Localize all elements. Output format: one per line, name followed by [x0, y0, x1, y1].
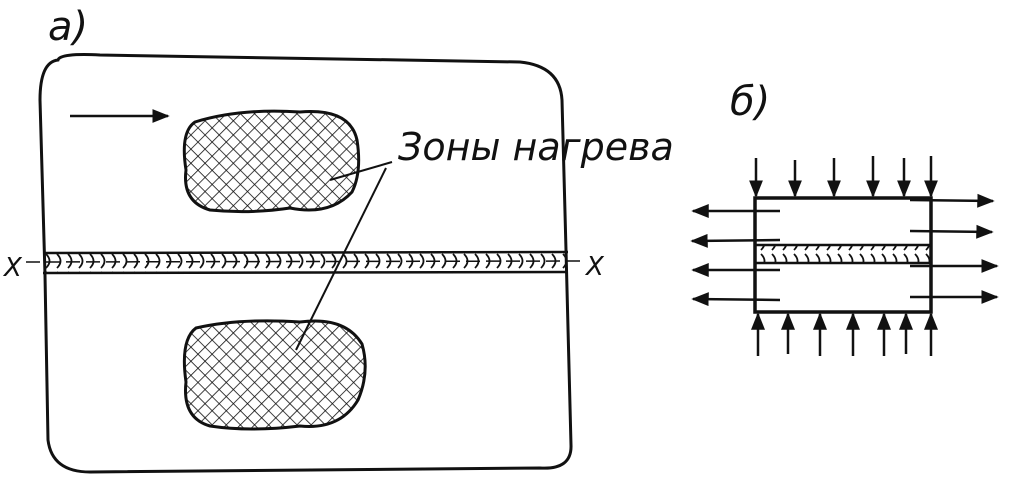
leader-line-lower — [295, 167, 387, 351]
tension-arrows-left — [690, 204, 781, 307]
compression-arrows-top — [749, 156, 938, 198]
weld-seam-element — [755, 243, 931, 265]
heating-zone-lower — [182, 319, 367, 431]
tension-arrow-icon — [909, 224, 994, 239]
tension-arrow-icon — [909, 193, 995, 208]
leader-line-upper — [329, 161, 393, 181]
plate-outline — [38, 53, 573, 474]
label-b: б) — [730, 79, 770, 125]
axis-label-right: X — [584, 252, 605, 282]
heating-zone-upper — [182, 109, 361, 214]
weld-seam — [42, 250, 569, 275]
axis-label-left: X — [2, 253, 23, 283]
compression-arrows-bottom — [751, 312, 938, 356]
heating-zones-label: Зоны нагрева — [398, 125, 674, 169]
tension-arrows-right — [909, 193, 999, 304]
axis-line — [25, 260, 587, 263]
tension-arrow-icon — [690, 233, 781, 248]
label-a: а) — [48, 4, 88, 50]
part-a: а) X X Зоны нагрева — [2, 4, 674, 474]
tension-arrow-icon — [691, 292, 781, 307]
part-b: б) — [690, 79, 999, 356]
